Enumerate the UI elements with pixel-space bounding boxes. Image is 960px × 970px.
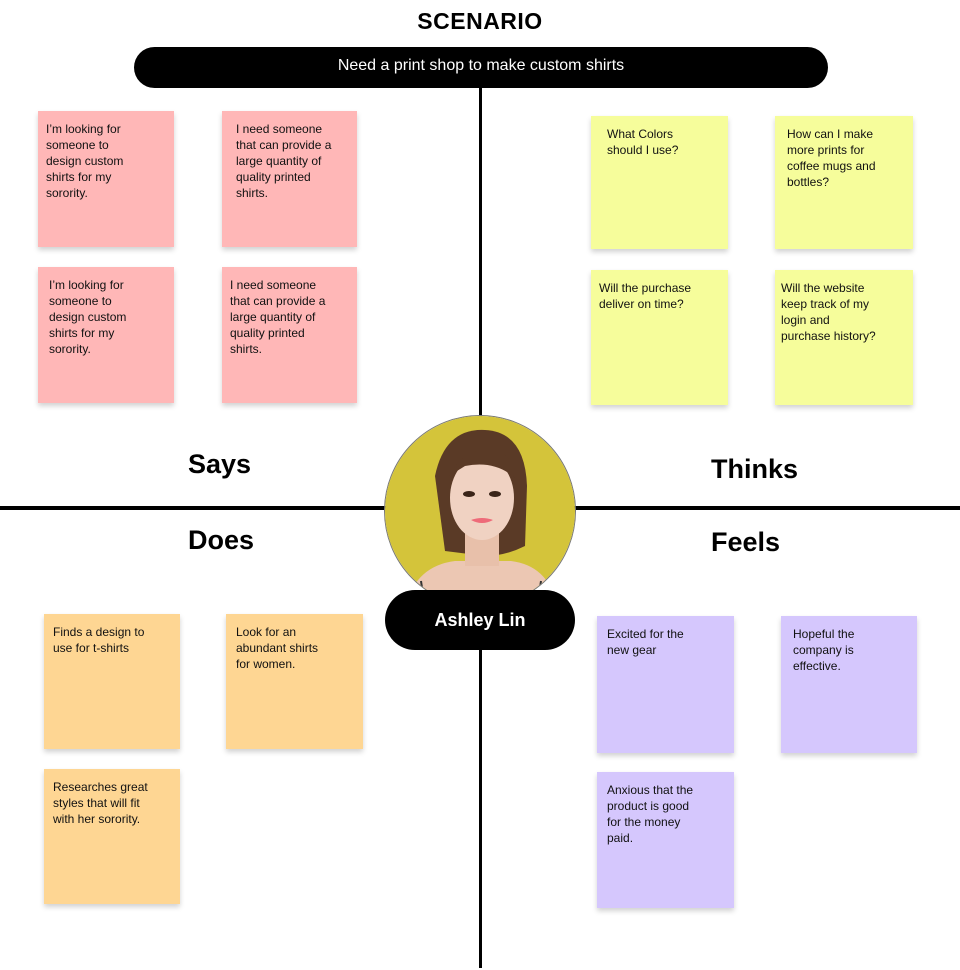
sticky-note-feels[interactable]: Hopeful the company is effective. [781,616,917,753]
sticky-note-thinks[interactable]: How can I make more prints for coffee mu… [775,116,913,249]
sticky-note-does[interactable]: Researches great styles that will fit wi… [44,769,180,904]
sticky-note-thinks[interactable]: What Colors should I use? [591,116,728,249]
scenario-banner: Need a print shop to make custom shirts [134,47,828,88]
scenario-title: SCENARIO [417,8,543,34]
does-label: Does [188,525,255,555]
persona-photo [385,416,575,606]
sticky-note-feels[interactable]: Excited for the new gear [597,616,734,753]
sticky-note-thinks[interactable]: Will the website keep track of my login … [775,270,913,405]
says-label: Says [188,449,252,479]
sticky-note-feels[interactable]: Anxious that the product is good for the… [597,772,734,908]
sticky-note-says[interactable]: I need someone that can provide a large … [222,111,357,247]
sticky-note-does[interactable]: Finds a design to use for t-shirts [44,614,180,749]
sticky-note-thinks[interactable]: Will the purchase deliver on time? [591,270,728,405]
thinks-label: Thinks [711,454,799,484]
sticky-note-says[interactable]: I’m looking for someone to design custom… [38,111,174,247]
sticky-note-says[interactable]: I’m looking for someone to design custom… [38,267,174,403]
sticky-note-says[interactable]: I need someone that can provide a large … [222,267,357,403]
sticky-note-does[interactable]: Look for an abundant shirts for women. [226,614,363,749]
persona-name-badge: Ashley Lin [385,590,575,650]
persona-avatar [384,415,576,607]
feels-label: Feels [711,527,781,557]
